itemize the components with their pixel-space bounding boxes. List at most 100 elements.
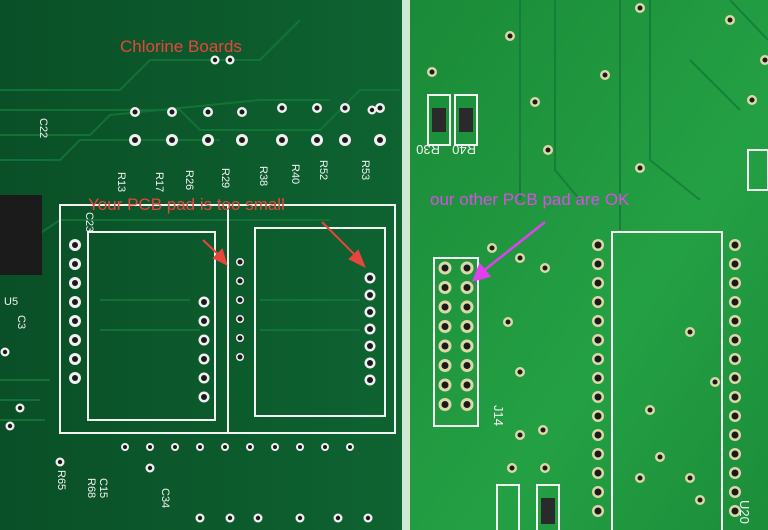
pad-hole xyxy=(731,450,739,458)
pad-hole xyxy=(463,342,471,350)
pad-hole xyxy=(731,279,739,287)
silk-label: R52 xyxy=(317,160,329,180)
pad-hole xyxy=(505,319,511,325)
silk-label: R30 xyxy=(416,142,440,157)
pad-hole xyxy=(227,515,233,521)
silk-label: C3 xyxy=(15,315,27,329)
pad-hole xyxy=(731,241,739,249)
pad-hole xyxy=(201,337,207,343)
pad-hole xyxy=(72,375,78,381)
pad-hole xyxy=(237,278,243,284)
pad-hole xyxy=(637,475,643,481)
left-note-annotation: Your PCB pad is too small xyxy=(88,195,285,214)
component-outline xyxy=(496,484,520,530)
pad-hole xyxy=(227,57,233,63)
red-arrow-icon xyxy=(202,221,366,269)
pad-hole xyxy=(594,488,602,496)
pad-hole xyxy=(237,259,243,265)
pad-hole xyxy=(712,379,718,385)
pad-hole xyxy=(169,109,175,115)
pad-hole xyxy=(594,298,602,306)
pad-hole xyxy=(239,137,245,143)
pad-hole xyxy=(687,475,693,481)
pad-hole xyxy=(298,445,302,449)
pad-hole xyxy=(148,445,152,449)
pad-hole xyxy=(463,401,471,408)
pad-hole xyxy=(237,316,243,322)
pad-hole xyxy=(594,355,602,363)
r40-outline xyxy=(427,94,451,146)
pad-hole xyxy=(731,412,739,420)
pad-hole xyxy=(367,275,373,281)
pad-hole xyxy=(367,309,373,315)
pad-hole xyxy=(594,393,602,401)
pad-hole xyxy=(441,381,449,389)
pad-hole xyxy=(509,465,515,471)
pad-hole xyxy=(367,360,373,366)
pad-hole xyxy=(507,33,513,39)
silk-label: R65 xyxy=(55,470,67,490)
pad-hole xyxy=(517,369,523,375)
pad-hole xyxy=(212,57,218,63)
pad-hole xyxy=(441,323,449,330)
pad-hole xyxy=(367,343,373,349)
pad-hole xyxy=(657,454,663,460)
pad-hole xyxy=(237,354,243,360)
pad-hole xyxy=(201,318,207,324)
silk-label: R40 xyxy=(452,142,476,157)
silk-label: U20 xyxy=(737,500,752,524)
u20-outline xyxy=(611,231,723,530)
pad-hole xyxy=(731,507,739,515)
pad-hole xyxy=(731,469,739,477)
pad-hole xyxy=(198,445,202,449)
pad-hole xyxy=(517,432,523,438)
pad-hole xyxy=(72,280,78,286)
pad-hole xyxy=(323,445,327,449)
magenta-arrow-icon xyxy=(471,221,546,282)
pad-hole xyxy=(594,412,602,420)
pad-hole xyxy=(463,381,471,389)
pad-hole xyxy=(223,445,227,449)
pad-hole xyxy=(72,318,78,324)
pad-hole xyxy=(441,303,449,311)
pad-hole xyxy=(205,137,211,143)
pad-hole xyxy=(532,99,538,105)
pad-hole xyxy=(72,261,78,267)
pad-hole xyxy=(602,72,608,78)
pad-hole xyxy=(727,17,733,23)
pad-hole xyxy=(377,105,383,111)
pad-hole xyxy=(731,355,739,363)
pad-hole xyxy=(441,264,449,272)
pad-hole xyxy=(369,107,375,113)
pad-hole xyxy=(342,137,348,143)
ic-outline-2 xyxy=(254,227,386,417)
pad-hole xyxy=(201,299,207,305)
pad-hole xyxy=(367,292,373,298)
pad-hole xyxy=(489,245,495,251)
pad-hole xyxy=(342,105,348,111)
pad-hole xyxy=(169,137,175,143)
pad-hole xyxy=(377,137,383,143)
pad-hole xyxy=(237,335,243,341)
pad-hole xyxy=(731,317,739,325)
pad-hole xyxy=(542,465,548,471)
pad-hole xyxy=(17,405,23,411)
component-outline-2 xyxy=(536,484,560,530)
silk-label: C34 xyxy=(159,488,171,508)
silk-labels: C22 R13 R17 R26 R29 R38 R40 R52 R53 C23 … xyxy=(4,118,752,524)
pad-hole xyxy=(314,137,320,143)
pad-hole xyxy=(147,465,153,471)
silk-label: R26 xyxy=(183,170,195,190)
pad-hole xyxy=(279,137,285,143)
pad-hole xyxy=(273,445,277,449)
pad-hole xyxy=(637,5,643,11)
title-annotation: Chlorine Boards xyxy=(120,37,242,56)
pad-hole xyxy=(463,362,471,369)
pad-hole xyxy=(762,57,768,63)
pad-hole xyxy=(542,265,548,271)
silk-label: R13 xyxy=(115,172,127,192)
pad-hole xyxy=(335,515,341,521)
pad-hole xyxy=(429,69,435,75)
silk-label: R17 xyxy=(153,172,165,192)
pad-hole xyxy=(463,303,471,311)
